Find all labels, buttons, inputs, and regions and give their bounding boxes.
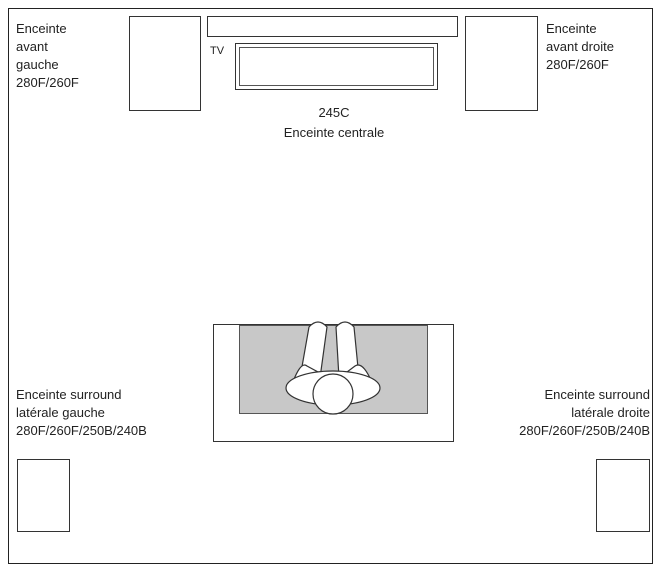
front-right-speaker	[465, 16, 538, 111]
front-left-speaker	[129, 16, 201, 111]
front-left-speaker-label: Enceinte avant gauche 280F/260F	[16, 21, 79, 90]
center-speaker-model: 245C	[318, 105, 350, 120]
listener-left-leg	[299, 321, 328, 379]
tv-screen-inner	[239, 47, 434, 86]
surround-right-speaker-label: Enceinte surround latérale droite 280F/2…	[519, 387, 650, 438]
center-speaker	[207, 16, 458, 37]
surround-left-speaker	[17, 459, 70, 532]
center-speaker-label: Enceinte centrale	[283, 125, 385, 140]
tv-label: TV	[210, 45, 225, 57]
surround-left-speaker-label: Enceinte surround latérale gauche 280F/2…	[16, 387, 147, 438]
room-outline	[8, 8, 653, 564]
front-right-speaker-label: Enceinte avant droite 280F/260F	[546, 21, 614, 72]
listener-head	[312, 373, 354, 415]
surround-right-speaker	[596, 459, 650, 532]
